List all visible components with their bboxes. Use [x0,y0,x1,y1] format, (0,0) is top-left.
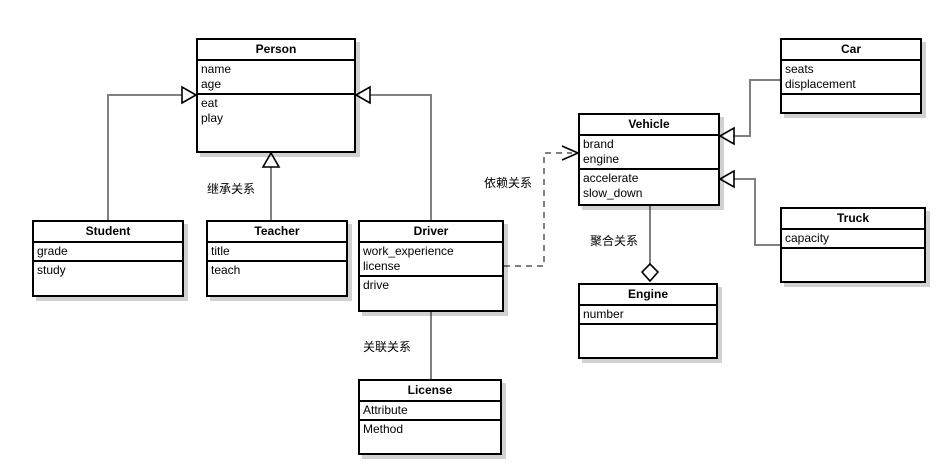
class-attributes-person: name age [198,61,354,95]
edge-car-vehicle[interactable] [718,79,780,146]
class-methods-teacher: teach [208,262,346,279]
class-methods-engine [580,325,716,327]
class-attributes-license: Attribute [360,402,500,421]
class-box-person[interactable]: Person name age eat play [196,38,356,153]
edge-student-person[interactable] [107,85,198,220]
edge-truck-vehicle[interactable] [718,169,780,246]
attribute-row: work_experience [363,244,454,258]
attribute-row: brand [583,137,614,151]
class-title-engine: Engine [580,285,716,306]
edge-label-aggregation: 聚合关系 [590,234,639,248]
attribute-row: capacity [785,231,830,245]
class-methods-license: Method [360,421,500,438]
class-box-driver[interactable]: Driver work_experience license drive [358,220,504,312]
class-title-truck: Truck [782,209,924,230]
class-title-driver: Driver [360,222,502,243]
method-row: study [37,263,66,277]
attribute-row: grade [37,244,68,258]
class-attributes-truck: capacity [782,230,924,249]
class-attributes-driver: work_experience license [360,243,502,277]
class-box-student[interactable]: Student grade study [32,220,184,297]
attribute-row: age [201,77,222,91]
edge-label-inheritance: 继承关系 [207,182,256,196]
method-row: Method [363,422,404,436]
class-title-teacher: Teacher [208,222,346,243]
method-row: slow_down [583,186,643,200]
class-title-vehicle: Vehicle [580,115,718,136]
edge-driver-vehicle[interactable] [504,145,580,267]
class-title-car: Car [782,40,920,61]
method-row: accelerate [583,171,639,185]
class-attributes-engine: number [580,306,716,325]
edge-label-dependency: 依赖关系 [484,176,533,190]
class-methods-car [782,95,920,97]
class-box-license[interactable]: License Attribute Method [358,379,502,455]
class-box-vehicle[interactable]: Vehicle brand engine accelerate slow_dow… [578,113,720,206]
class-box-car[interactable]: Car seats displacement [780,38,922,114]
class-attributes-student: grade [34,243,182,262]
class-attributes-car: seats displacement [782,61,920,95]
method-row: play [201,111,224,125]
class-methods-truck [782,249,924,251]
class-box-teacher[interactable]: Teacher title teach [206,220,348,297]
class-title-person: Person [198,40,354,61]
attribute-row: license [363,259,401,273]
attribute-row: seats [785,62,814,76]
method-row: eat [201,96,218,110]
class-attributes-vehicle: brand engine [580,136,718,170]
class-methods-driver: drive [360,277,502,294]
method-row: drive [363,278,390,292]
attribute-row: displacement [785,77,856,91]
attribute-row: name [201,62,232,76]
edge-driver-person[interactable] [354,85,432,220]
attribute-row: number [583,307,624,321]
attribute-row: title [211,244,230,258]
attribute-row: engine [583,152,620,166]
attribute-row: Attribute [363,403,408,417]
class-title-license: License [360,381,500,402]
class-methods-vehicle: accelerate slow_down [580,170,718,202]
class-methods-student: study [34,262,182,279]
class-box-truck[interactable]: Truck capacity [780,207,926,283]
edge-teacher-person[interactable] [261,151,281,220]
class-box-engine[interactable]: Engine number [578,283,718,359]
edge-label-association: 关联关系 [363,340,412,354]
class-title-student: Student [34,222,182,243]
edge-vehicle-engine[interactable] [640,206,660,283]
class-attributes-teacher: title [208,243,346,262]
method-row: teach [211,263,241,277]
class-methods-person: eat play [198,95,354,127]
